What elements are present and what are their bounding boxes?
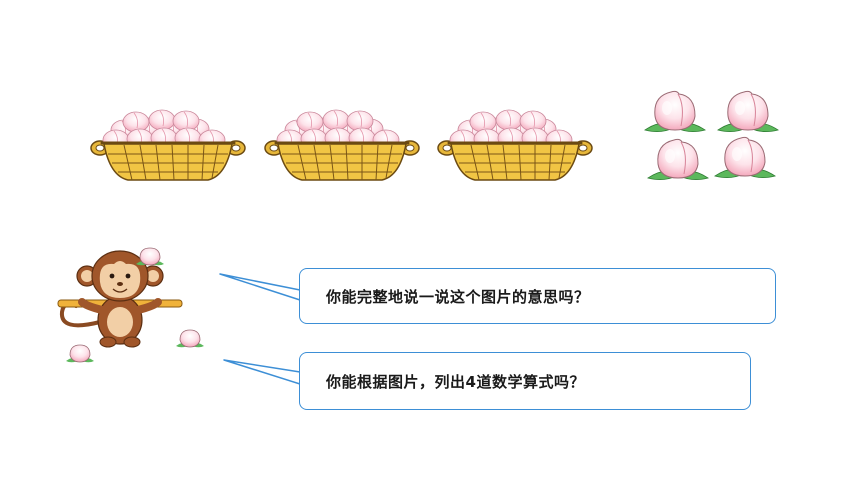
basket-of-peaches-1 (91, 110, 245, 180)
basket-of-peaches-2 (265, 110, 419, 180)
loose-peach-3 (647, 138, 709, 181)
question-1-text: 你能完整地说一说这个图片的意思吗？ (326, 287, 590, 306)
monkey-icon (57, 247, 183, 348)
loose-peach-4 (714, 136, 776, 179)
bubble-tail-2 (223, 359, 301, 385)
bubble-tail-1 (219, 273, 301, 301)
speech-bubble-question-2: 你能根据图片，列出4道数学算式吗？ (299, 352, 751, 410)
speech-bubble-question-1: 你能完整地说一说这个图片的意思吗？ (299, 268, 776, 324)
ground-peach-1 (65, 344, 95, 363)
question-2-text: 你能根据图片，列出4道数学算式吗？ (326, 372, 585, 391)
ground-peach-2 (175, 329, 205, 348)
loose-peach-1 (644, 90, 706, 133)
loose-peach-2 (717, 90, 779, 133)
basket-of-peaches-3 (438, 110, 592, 180)
